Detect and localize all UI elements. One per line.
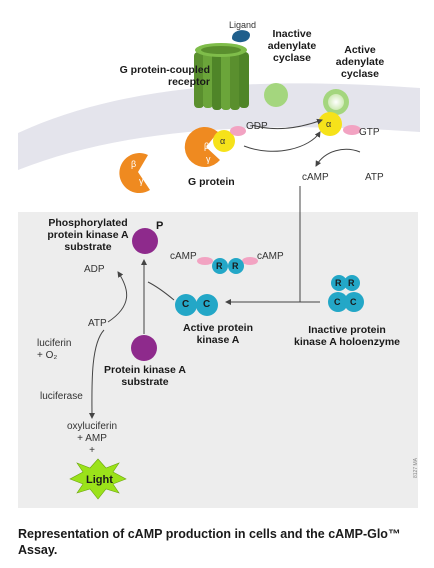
beta-glyph-gprotein: β bbox=[204, 141, 210, 151]
ligand-shape bbox=[232, 30, 250, 43]
gamma-glyph-gprotein: γ bbox=[206, 154, 211, 164]
r-subunit-2 bbox=[228, 258, 244, 274]
g-protein-complex bbox=[184, 126, 246, 168]
atp-top-label: ATP bbox=[365, 172, 384, 183]
gtp-blob bbox=[343, 125, 361, 135]
c-glyph-1: C bbox=[182, 299, 190, 310]
gdp-to-gtp-arrow bbox=[251, 118, 323, 130]
atp-to-camp-arrow bbox=[315, 148, 361, 167]
g-to-cyclase-arrow bbox=[243, 131, 321, 152]
holo-c-1 bbox=[328, 292, 348, 312]
phospho-p-label: P bbox=[156, 220, 164, 232]
active-alpha-subunit bbox=[318, 112, 342, 136]
camp-right-label: cAMP bbox=[257, 251, 284, 262]
ligand-label: Ligand bbox=[229, 20, 257, 30]
cell-membrane bbox=[18, 83, 420, 170]
light-label: Light bbox=[86, 474, 113, 486]
holo-r-glyph-1: R bbox=[335, 278, 342, 288]
phospho-substrate-shape bbox=[132, 228, 158, 254]
r-glyph-1: R bbox=[216, 261, 223, 271]
holo-c-glyph-2: C bbox=[350, 297, 357, 307]
adp-label: ADP bbox=[84, 264, 105, 275]
oxyluciferin-label: oxyluciferin + AMP + bbox=[66, 421, 118, 456]
substrate-label: Protein kinase A substrate bbox=[104, 364, 186, 388]
c-subunit-1 bbox=[175, 294, 197, 316]
camp-pathway-diagram bbox=[18, 30, 420, 508]
luciferin-label: luciferin + O₂ bbox=[37, 338, 72, 361]
beta-gamma-free bbox=[119, 153, 150, 194]
gpcr-label: G protein-coupled receptor bbox=[119, 64, 210, 88]
gdp-label: GDP bbox=[246, 121, 268, 132]
alpha-glyph-gprotein: α bbox=[220, 136, 226, 146]
c-glyph-2: C bbox=[203, 299, 211, 310]
pka-to-substrate-arrow bbox=[147, 281, 175, 301]
gtp-label: GTP bbox=[359, 127, 380, 138]
r-subunit-1 bbox=[212, 258, 228, 274]
atp-adp-arrow bbox=[107, 271, 128, 323]
phospho-substrate-label: Phosphorylated protein kinase A substrat… bbox=[47, 217, 129, 253]
figure-caption: Representation of cAMP production in cel… bbox=[18, 527, 401, 557]
alpha-glyph-active: α bbox=[326, 119, 332, 129]
luciferase-label: luciferase bbox=[40, 391, 83, 402]
camp-top-label: cAMP bbox=[302, 172, 329, 183]
light-burst bbox=[69, 458, 127, 500]
active-adenylate-cyclase-label: Active adenylate cyclase bbox=[335, 44, 385, 80]
camp-blob-left bbox=[197, 257, 213, 265]
holo-r-glyph-2: R bbox=[348, 278, 355, 288]
holo-r-2 bbox=[344, 275, 360, 291]
atp-to-luciferase-arrow bbox=[88, 329, 105, 419]
catalog-number: 8127 MA bbox=[413, 457, 419, 478]
atp-mid-label: ATP bbox=[88, 318, 107, 329]
camp-blob-right bbox=[242, 257, 258, 265]
inactive-adenylate-cyclase-shape bbox=[264, 83, 288, 107]
holo-r-1 bbox=[331, 275, 347, 291]
g-protein-label: G protein bbox=[188, 176, 235, 188]
c-subunit-2 bbox=[196, 294, 218, 316]
r-glyph-2: R bbox=[232, 261, 239, 271]
gpcr-receptor bbox=[194, 43, 249, 110]
beta-glyph-free: β bbox=[131, 159, 137, 169]
camp-left-label: cAMP bbox=[170, 251, 197, 262]
inactive-pka-label: Inactive protein kinase A holoenzyme bbox=[293, 324, 400, 348]
holo-c-glyph-1: C bbox=[334, 297, 341, 307]
substrate-shape bbox=[131, 335, 157, 361]
gamma-glyph-free: γ bbox=[139, 176, 144, 186]
active-pka-label: Active protein kinase A bbox=[182, 322, 253, 346]
inactive-adenylate-cyclase-label: Inactive adenylate cyclase bbox=[267, 28, 317, 64]
holo-c-2 bbox=[344, 292, 364, 312]
